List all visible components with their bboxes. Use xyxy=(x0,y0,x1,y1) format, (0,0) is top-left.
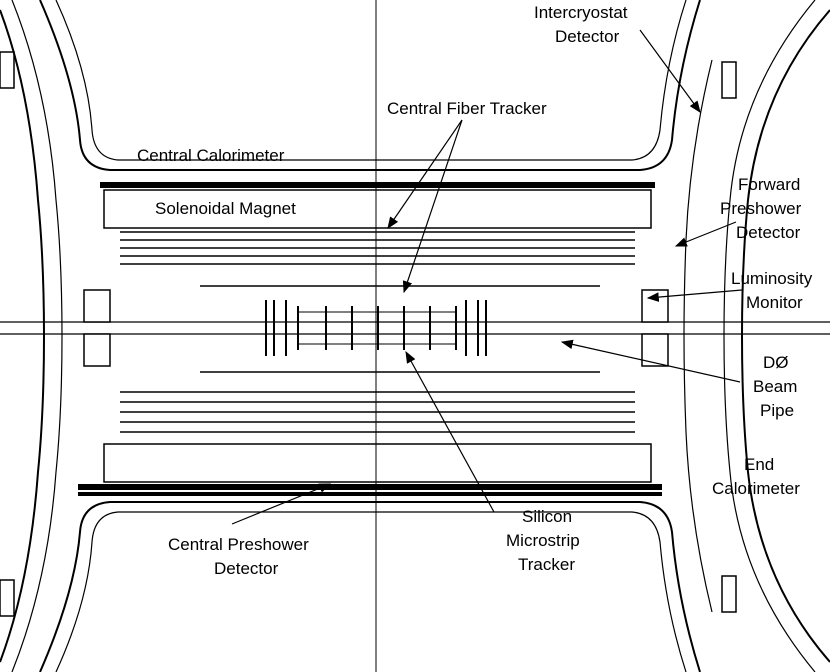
label-forward-preshower-line2: Preshower xyxy=(720,199,802,218)
label-intercryostat-line1: Intercryostat xyxy=(534,3,628,22)
label-solenoidal-magnet: Solenoidal Magnet xyxy=(155,199,296,218)
label-end-calorimeter-line2: Calorimeter xyxy=(712,479,800,498)
label-silicon-line1: Silicon xyxy=(522,507,572,526)
label-central-calorimeter: Central Calorimeter xyxy=(137,146,285,165)
label-central-preshower-line2: Detector xyxy=(214,559,279,578)
central-calorimeter-lower xyxy=(39,501,701,672)
label-end-calorimeter-line1: End xyxy=(744,455,774,474)
silicon-microstrip-tracker xyxy=(265,300,487,356)
fiber-tracker-lower xyxy=(120,371,635,433)
leader-lines xyxy=(231,29,743,525)
label-silicon-line3: Tracker xyxy=(518,555,575,574)
solenoidal-magnet-upper xyxy=(100,182,655,229)
label-central-preshower-line1: Central Preshower xyxy=(168,535,309,554)
label-luminosity-line2: Monitor xyxy=(746,293,803,312)
label-pipe: Pipe xyxy=(760,401,794,420)
label-beam: Beam xyxy=(753,377,797,396)
fiber-tracker-upper xyxy=(120,231,635,287)
label-central-fiber-tracker: Central Fiber Tracker xyxy=(387,99,547,118)
left-end-calorimeter xyxy=(0,0,63,672)
label-silicon-line2: Microstrip xyxy=(506,531,580,550)
label-forward-preshower-line1: Forward xyxy=(738,175,800,194)
solenoidal-magnet-lower xyxy=(78,443,662,496)
label-luminosity-line1: Luminosity xyxy=(731,269,813,288)
label-forward-preshower-line3: Detector xyxy=(736,223,801,242)
beam-pipe xyxy=(0,289,830,367)
label-d0: DØ xyxy=(763,353,789,372)
right-end-calorimeter xyxy=(683,0,830,672)
label-intercryostat-line2: Detector xyxy=(555,27,620,46)
central-calorimeter-upper xyxy=(39,0,701,171)
